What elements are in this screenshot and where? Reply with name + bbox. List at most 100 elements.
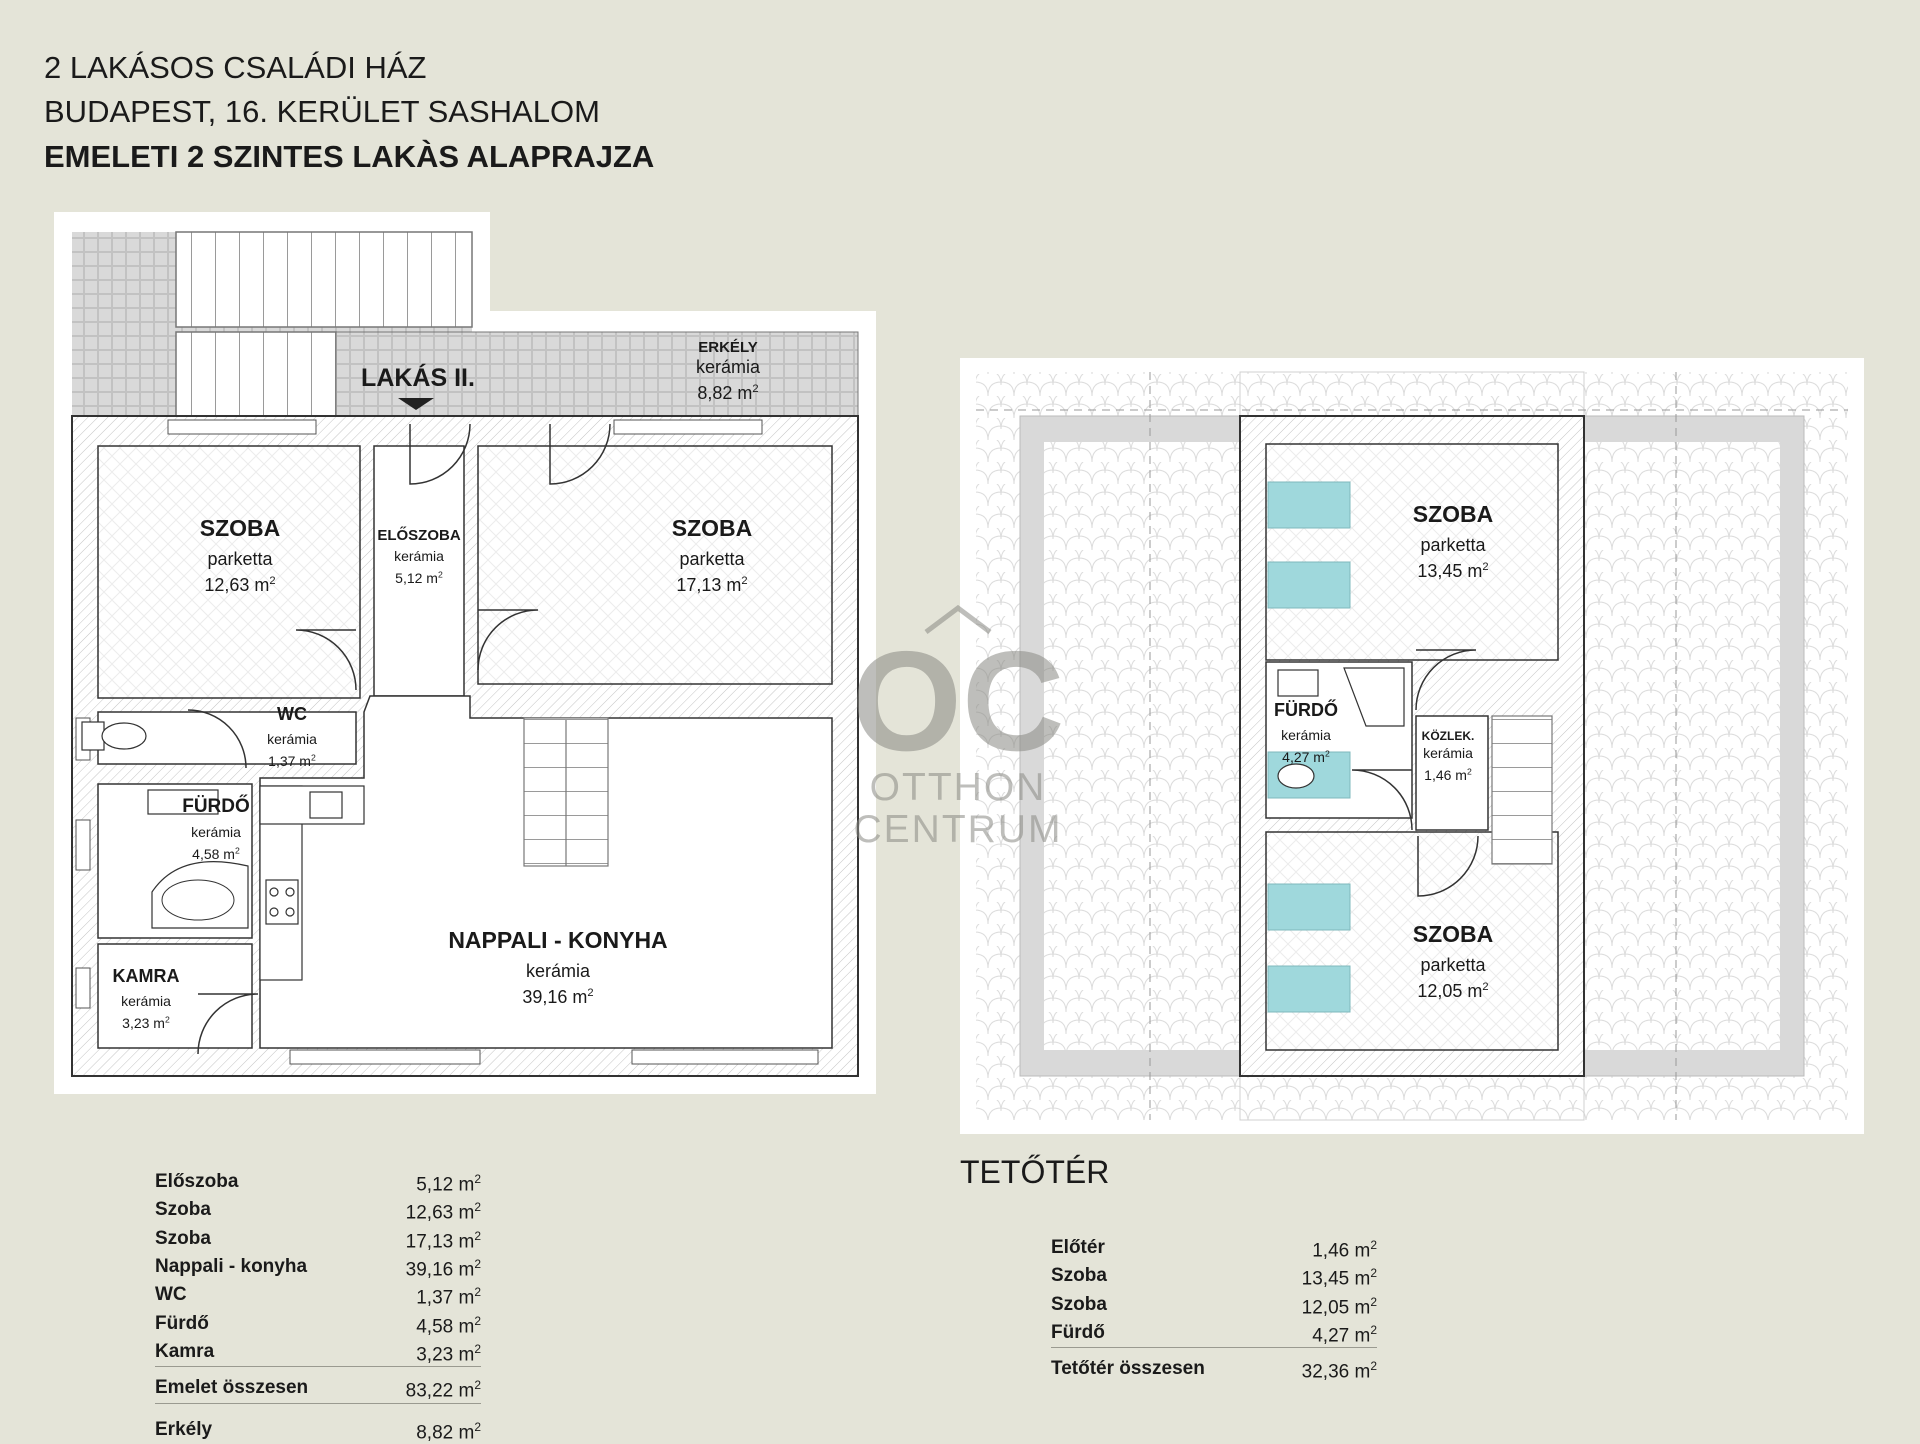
corridor-floor — [1415, 715, 1489, 831]
area-value: 1,37 m2 — [416, 1285, 481, 1309]
area-name: Fürdő — [155, 1312, 209, 1334]
area-value: 3,23 m2 — [416, 1341, 481, 1366]
room-name: SZOBA — [672, 515, 753, 541]
area-value: 4,27 m2 — [1312, 1322, 1377, 1347]
attic-title: TETŐTÉR — [960, 1154, 1110, 1190]
exterior-stairs-lower — [175, 331, 337, 417]
room-material: kerámia — [191, 824, 241, 840]
watermark-mark: OC — [852, 622, 1065, 781]
room-name: FÜRDŐ — [182, 795, 250, 817]
area-name: Szoba — [1051, 1293, 1107, 1315]
table-row: Szoba 12,05 m2 — [1051, 1291, 1377, 1319]
room-material: kerámia — [267, 731, 317, 747]
attic-sink — [1277, 669, 1319, 697]
area-value: 12,63 m2 — [405, 1200, 481, 1224]
roof-lines — [976, 372, 1848, 1120]
area-value: 8,82 m2 — [373, 1402, 481, 1444]
bathtub-inner — [161, 879, 235, 921]
living-floor — [259, 695, 833, 1049]
room-left-floor — [97, 445, 361, 699]
attic-plan — [960, 358, 1864, 1134]
room-area: 12,05 m2 — [1417, 981, 1488, 1001]
room-name: NAPPALI - KONYHA — [448, 927, 667, 953]
room-name: WC — [277, 704, 307, 724]
room-area: 4,58 m2 — [192, 845, 240, 862]
otthon-centrum-watermark: OC OTTHON CENTRUM — [852, 604, 1065, 851]
room-area: 12,63 m2 — [204, 575, 275, 595]
area-value: 12,05 m2 — [1301, 1294, 1377, 1318]
attic-stairs — [1491, 715, 1553, 865]
attic-area-table: Előtér 1,46 m2 Szoba 13,45 m2 Szoba 12,05 m2 F… — [1051, 1234, 1377, 1384]
room-name: KÖZLEK. — [1422, 728, 1475, 743]
attic-room-bottom-floor — [1265, 831, 1559, 1051]
area-value: 13,45 m2 — [1301, 1266, 1377, 1290]
room-material: parketta — [1420, 955, 1486, 975]
room-area: 1,37 m2 — [268, 752, 316, 769]
room-material: parketta — [1420, 535, 1486, 555]
area-name: Kamra — [155, 1341, 215, 1363]
table-row: Előtér 1,46 m2 — [1051, 1234, 1377, 1262]
area-name: Nappali - konyha — [155, 1256, 308, 1278]
room-name: SZOBA — [200, 515, 281, 541]
room-area: 4,27 m2 — [1282, 748, 1330, 765]
table-row: Szoba 13,45 m2 — [1051, 1262, 1377, 1290]
room-name: ERKÉLY — [698, 339, 757, 356]
room-name: SZOBA — [1413, 501, 1494, 527]
area-name: Szoba — [155, 1199, 211, 1221]
table-row: Fürdő 4,58 m2 — [155, 1310, 481, 1338]
area-name: Előtér — [1051, 1237, 1105, 1259]
exterior-stairs-upper — [175, 231, 473, 328]
title-line-2: BUDAPEST, 16. KERÜLET SASHALOM — [44, 94, 600, 129]
room-material: parketta — [207, 549, 273, 569]
room-area: 1,46 m2 — [1424, 766, 1472, 783]
wc-tank — [81, 721, 105, 751]
room-material: kerámia — [526, 961, 591, 981]
room-material: kerámia — [1423, 745, 1473, 761]
area-value: 4,58 m2 — [416, 1313, 481, 1337]
area-value: 32,36 m2 — [1269, 1347, 1377, 1384]
room-material: kerámia — [394, 548, 444, 564]
pantry-floor — [97, 943, 253, 1049]
room-area: 39,16 m2 — [522, 987, 593, 1007]
apartment-label: LAKÁS II. — [361, 363, 475, 392]
room-name: ELŐSZOBA — [377, 526, 461, 544]
room-material: kerámia — [121, 993, 171, 1009]
title-line-3: EMELETI 2 SZINTES LAKÀS ALAPRAJZA — [44, 139, 655, 174]
title-line-1: 2 LAKÁSOS CSALÁDI HÁZ — [44, 50, 427, 85]
attic-room-top-floor — [1265, 443, 1559, 661]
area-name: Erkély — [155, 1402, 374, 1444]
room-area: 5,12 m2 — [395, 569, 443, 586]
entrance-arrow — [398, 398, 434, 410]
area-value: 83,22 m2 — [373, 1366, 481, 1404]
area-name: Tetőtér összesen — [1051, 1347, 1270, 1384]
attic-doors — [1351, 649, 1479, 897]
area-value: 1,46 m2 — [1312, 1238, 1377, 1262]
bath-sink — [147, 789, 219, 815]
kitchen-counter — [259, 785, 365, 981]
attic-shower — [1343, 667, 1405, 727]
area-value: 5,12 m2 — [416, 1172, 481, 1196]
room-name: KAMRA — [113, 966, 180, 986]
room-material: parketta — [679, 549, 745, 569]
area-name: Fürdő — [1051, 1322, 1105, 1344]
room-right-floor — [477, 445, 833, 685]
room-area: 3,23 m2 — [122, 1014, 170, 1031]
first-floor-plan — [54, 212, 876, 1094]
toilet — [101, 722, 147, 750]
room-name: SZOBA — [1413, 921, 1494, 947]
area-name: Szoba — [155, 1227, 211, 1249]
area-name: Emelet összesen — [155, 1366, 374, 1404]
table-row: Szoba 12,63 m2 — [155, 1196, 481, 1224]
area-name: Előszoba — [155, 1171, 239, 1193]
room-area: 13,45 m2 — [1417, 561, 1488, 581]
area-name: Szoba — [1051, 1265, 1107, 1287]
